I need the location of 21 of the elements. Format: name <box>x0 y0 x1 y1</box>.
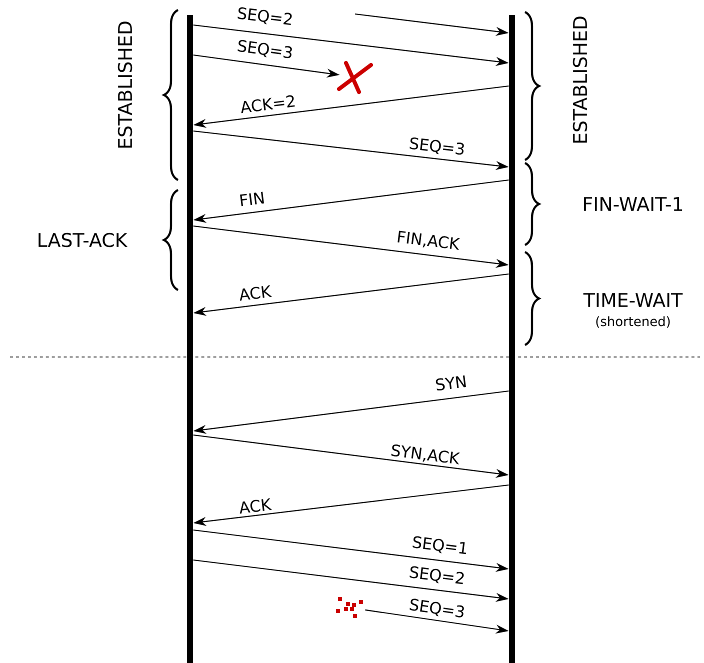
edge-label: ACK=2 <box>238 93 298 114</box>
edge-label: SEQ=3 <box>235 38 295 62</box>
state-label: TIME-WAIT <box>583 293 683 307</box>
edge-label: SEQ=2 <box>407 564 467 588</box>
edge-label: ACK <box>237 284 273 302</box>
edge-label: SEQ=3 <box>407 136 467 158</box>
state-label: ESTABLISHED <box>118 22 132 148</box>
scattered-dots-drawing <box>336 597 363 618</box>
edge-label: FIN,ACK <box>394 229 462 253</box>
edge-label: SYN,ACK <box>388 442 462 468</box>
edge-label: ACK <box>237 496 273 516</box>
state-label: LAST-ACK <box>38 232 128 248</box>
cross-mark <box>337 61 373 94</box>
edge-label: SEQ=2 <box>235 6 295 28</box>
state-label: (shortened) <box>596 316 670 328</box>
edge-label: SYN <box>433 374 469 392</box>
edge-label: SEQ=3 <box>407 596 467 622</box>
state-label: ESTABLISHED <box>572 16 588 143</box>
edge-label: FIN <box>237 190 267 208</box>
state-label: FIN-WAIT-1 <box>584 197 682 211</box>
edge-label: SEQ=1 <box>410 534 470 558</box>
